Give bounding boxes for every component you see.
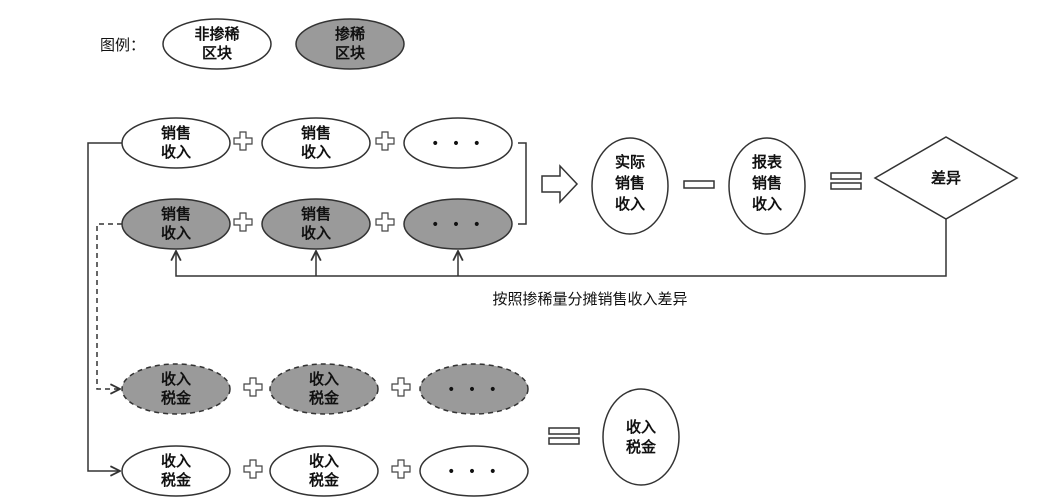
connector-mixed-to-tax <box>96 223 122 389</box>
reported-line2: 销售 <box>752 174 782 192</box>
plus-icon <box>375 212 395 232</box>
legend-mixed-node: 掺稀 区块 <box>295 18 405 70</box>
block-arrow-icon <box>541 164 579 204</box>
ellipsis-node <box>419 445 529 497</box>
tax-label-line2: 税金 <box>309 471 340 489</box>
tax-row-mixed: 收入 税金 收入 税金 • • • <box>121 363 529 415</box>
sales-label-line1: 销售 <box>301 205 331 223</box>
sales-node <box>261 198 371 250</box>
reported-line3: 收入 <box>752 195 782 213</box>
tax-label-line1: 收入 <box>161 370 191 388</box>
sales-label-line1: 销售 <box>161 124 191 142</box>
sales-row-unmixed: 销售 收入 销售 收入 • • • <box>121 117 513 169</box>
tax-row-unmixed: 收入 税金 收入 税金 • • • <box>121 445 529 497</box>
reported-sales-node: 报表 销售 收入 <box>728 137 806 235</box>
ellipsis-label: • • • <box>431 136 485 152</box>
tax-label-line2: 税金 <box>309 389 340 407</box>
plus-icon <box>243 459 263 479</box>
actual-sales-node: 实际 销售 收入 <box>591 137 669 235</box>
legend-unmixed-node: 非掺稀 区块 <box>162 18 272 70</box>
plus-icon <box>375 131 395 151</box>
sum-bracket <box>518 142 527 225</box>
difference-label: 差异 <box>931 169 961 187</box>
tax-node <box>269 363 379 415</box>
legend-unmixed-line1: 非掺稀 <box>194 25 239 43</box>
tax-label-line1: 收入 <box>161 452 191 470</box>
legend-mixed-line2: 区块 <box>335 44 366 62</box>
sales-label-line2: 收入 <box>301 224 331 242</box>
plus-icon <box>391 377 411 397</box>
ellipsis-label: • • • <box>431 217 485 233</box>
plus-icon <box>233 131 253 151</box>
sales-label-line2: 收入 <box>301 143 331 161</box>
legend-mixed-line1: 掺稀 <box>335 25 365 43</box>
sales-label-line1: 销售 <box>161 205 191 223</box>
minus-icon <box>683 180 715 189</box>
allocation-feedback-line <box>176 219 947 277</box>
reported-line1: 报表 <box>752 153 783 171</box>
ellipsis-node <box>403 198 513 250</box>
ellipsis-node <box>419 363 529 415</box>
plus-icon <box>233 212 253 232</box>
actual-line3: 收入 <box>615 195 645 213</box>
tax-equals-icon <box>548 427 580 445</box>
tax-label-line1: 收入 <box>309 370 339 388</box>
actual-line1: 实际 <box>615 153 645 171</box>
plus-icon <box>391 459 411 479</box>
tax-label-line2: 税金 <box>161 389 192 407</box>
total-tax-node: 收入 税金 <box>602 388 680 486</box>
equals-icon <box>830 172 862 190</box>
total-tax-line2: 税金 <box>626 438 657 456</box>
tax-node <box>269 445 379 497</box>
ellipsis-label: • • • <box>447 382 501 398</box>
tax-node <box>121 363 231 415</box>
sales-label-line2: 收入 <box>161 224 191 242</box>
legend-unmixed-line2: 区块 <box>202 44 233 62</box>
tax-label-line2: 税金 <box>161 471 192 489</box>
sales-label-line2: 收入 <box>161 143 191 161</box>
difference-node: 差异 <box>873 136 1019 220</box>
total-tax-line1: 收入 <box>626 418 656 436</box>
sales-label-line1: 销售 <box>301 124 331 142</box>
sales-node <box>261 117 371 169</box>
ellipsis-label: • • • <box>447 464 501 480</box>
sales-row-mixed: 销售 收入 销售 收入 • • • <box>121 198 513 250</box>
connector-unmixed-to-tax <box>87 142 122 471</box>
tax-label-line1: 收入 <box>309 452 339 470</box>
actual-line2: 销售 <box>615 174 645 192</box>
tax-node <box>121 445 231 497</box>
allocation-caption: 按照掺稀量分摊销售收入差异 <box>492 290 687 308</box>
ellipsis-node <box>403 117 513 169</box>
plus-icon <box>243 377 263 397</box>
legend-title: 图例： <box>100 36 145 54</box>
